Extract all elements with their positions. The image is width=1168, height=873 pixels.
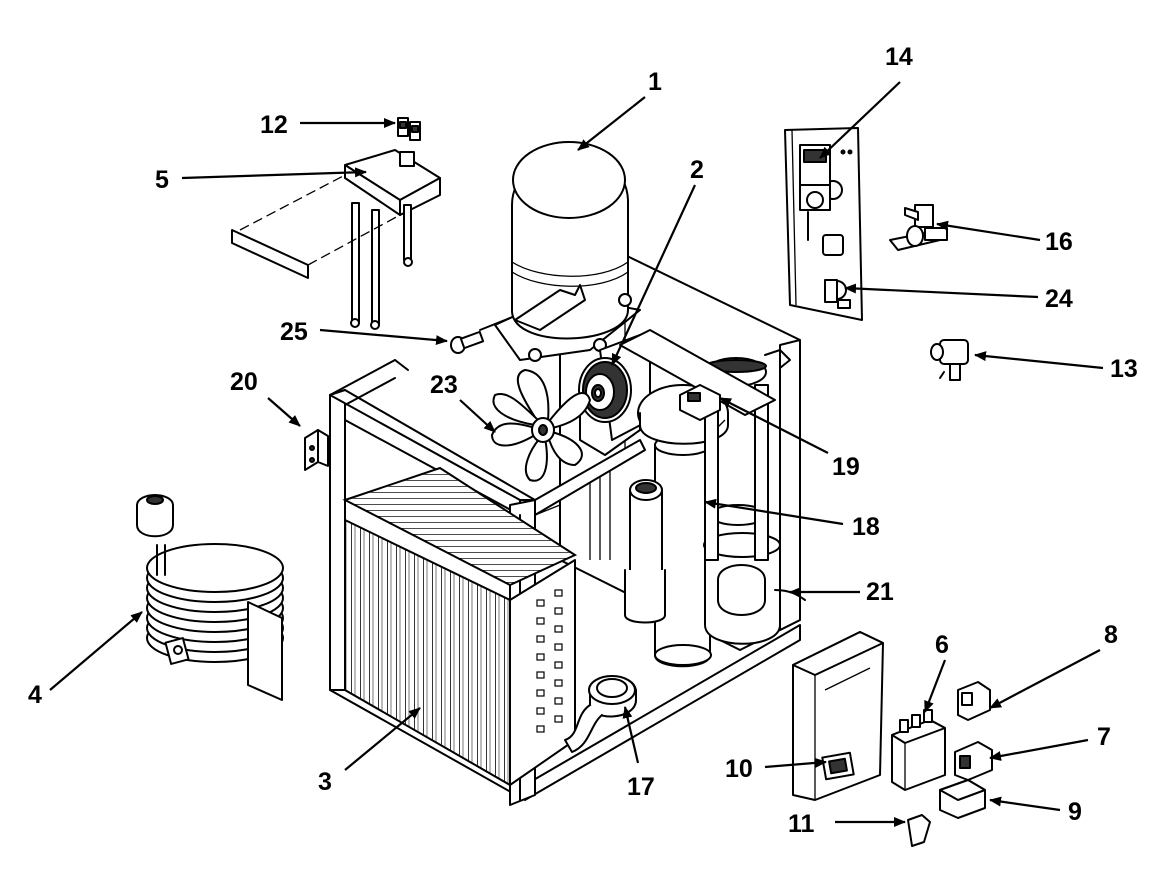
condenser bbox=[342, 466, 578, 787]
callout-18: 18 bbox=[852, 513, 880, 541]
contactor bbox=[891, 709, 946, 791]
callout-8: 8 bbox=[1104, 621, 1118, 649]
callout-9: 9 bbox=[1068, 798, 1082, 826]
relay-7 bbox=[954, 741, 993, 781]
callout-25: 25 bbox=[280, 318, 308, 346]
control-box bbox=[792, 631, 884, 801]
callout-21: 21 bbox=[866, 578, 894, 606]
callout-14: 14 bbox=[885, 43, 913, 71]
callout-13: 13 bbox=[1110, 355, 1138, 383]
knob-11 bbox=[907, 814, 931, 847]
water-level-probes bbox=[397, 117, 421, 141]
fan-blade bbox=[491, 369, 591, 482]
compressor bbox=[494, 141, 641, 362]
inlet-valve bbox=[930, 339, 969, 381]
callout-1: 1 bbox=[648, 68, 662, 96]
callout-17: 17 bbox=[627, 773, 655, 801]
gear-motor bbox=[624, 479, 666, 624]
callout-24: 24 bbox=[1045, 285, 1073, 313]
water-valve bbox=[889, 204, 948, 251]
callout-2: 2 bbox=[690, 156, 704, 184]
control-panel bbox=[784, 127, 863, 321]
access-valve bbox=[450, 317, 511, 354]
callout-10: 10 bbox=[725, 755, 753, 783]
callout-6: 6 bbox=[935, 631, 949, 659]
callout-20: 20 bbox=[230, 368, 258, 396]
callout-labels: 1 2 3 4 5 6 7 8 9 10 11 12 13 14 16 17 1… bbox=[28, 43, 1138, 838]
callout-16: 16 bbox=[1045, 228, 1073, 256]
callout-arrows bbox=[49, 81, 1104, 827]
water-reservoir bbox=[231, 149, 441, 330]
callout-19: 19 bbox=[832, 453, 860, 481]
relay-9 bbox=[939, 779, 986, 819]
callout-11: 11 bbox=[788, 810, 815, 838]
callout-23: 23 bbox=[430, 371, 458, 399]
callout-7: 7 bbox=[1097, 723, 1111, 751]
relay-8 bbox=[957, 681, 991, 721]
mounting-clip bbox=[304, 429, 329, 471]
callout-3: 3 bbox=[318, 768, 332, 796]
bail-switch-bracket bbox=[619, 329, 776, 421]
coil bbox=[136, 494, 284, 701]
water-pump bbox=[564, 675, 637, 753]
callout-5: 5 bbox=[155, 166, 169, 194]
evaporator-column bbox=[637, 357, 781, 668]
callout-4: 4 bbox=[28, 681, 42, 709]
callout-12: 12 bbox=[260, 111, 288, 139]
